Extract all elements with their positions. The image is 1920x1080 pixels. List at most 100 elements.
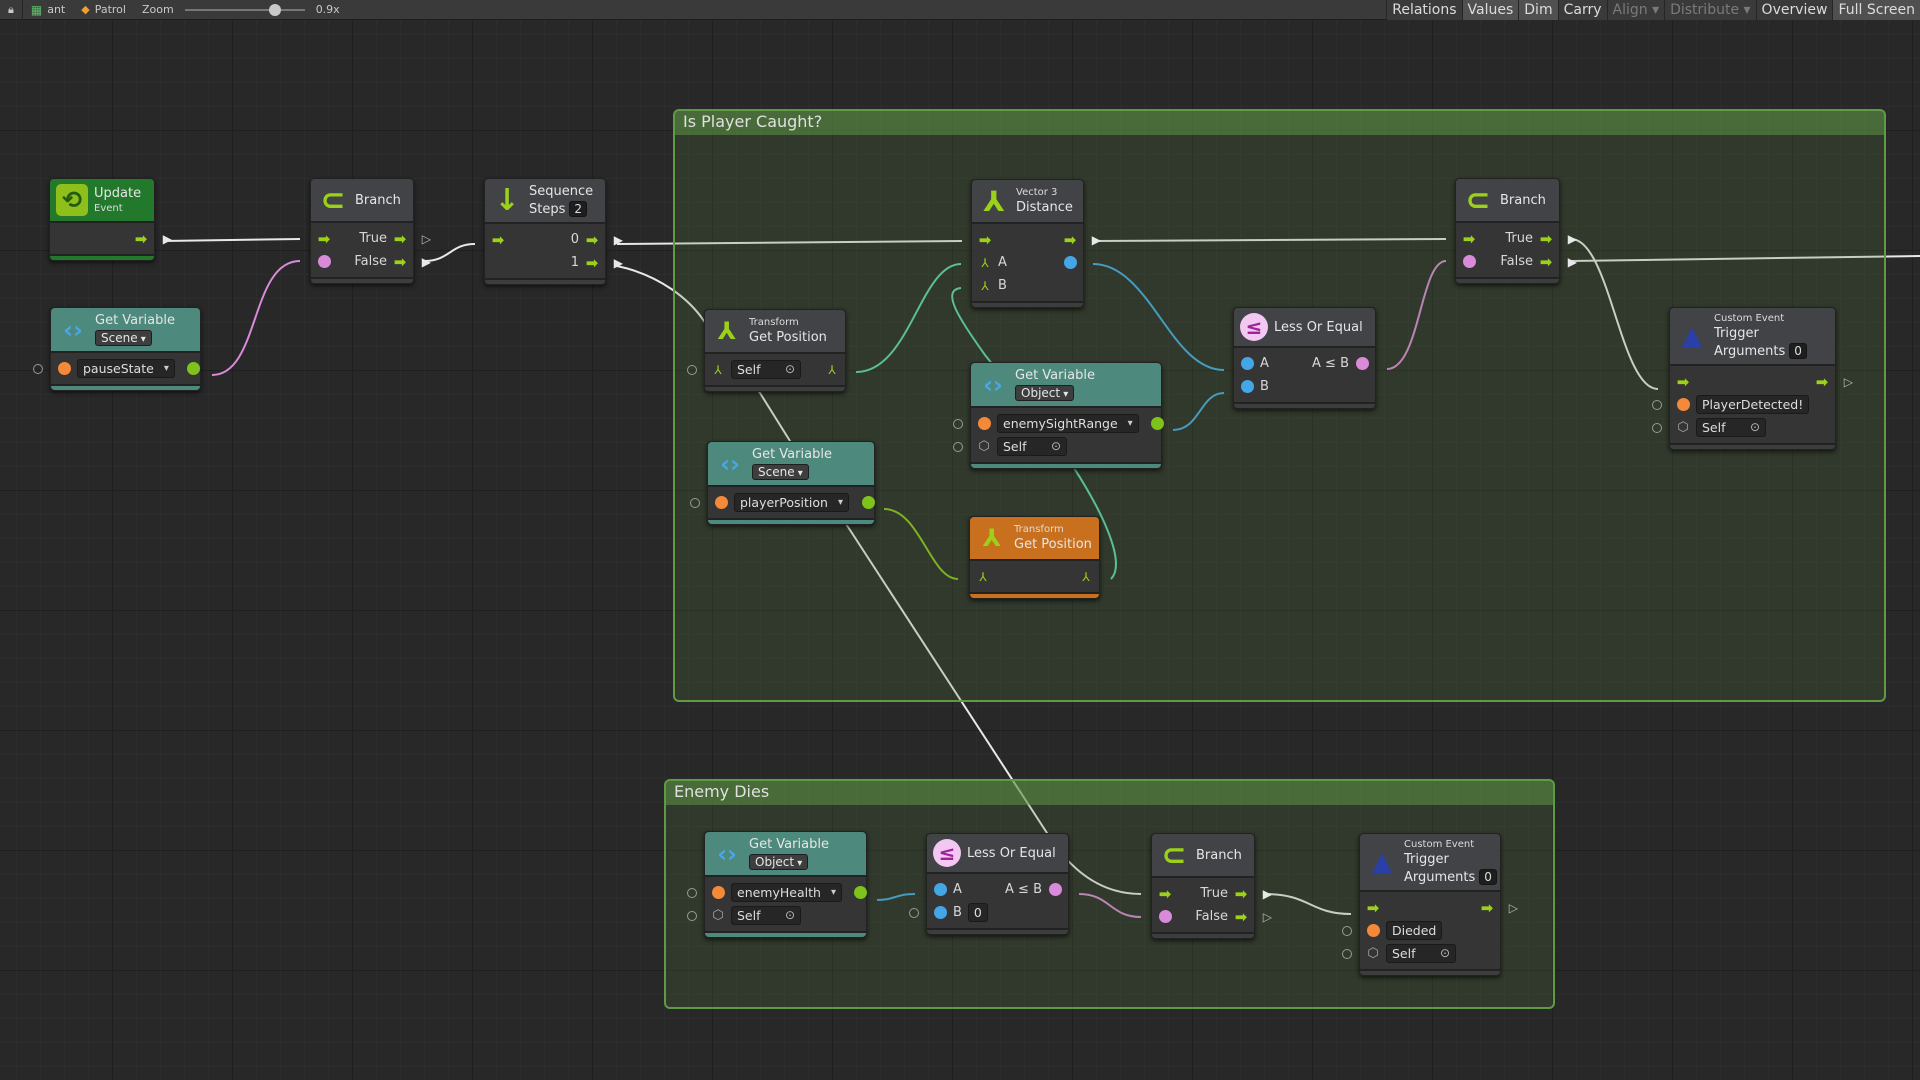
output-vector-icon[interactable]: ⅄	[1082, 569, 1090, 584]
group-title[interactable]: Is Player Caught?	[675, 111, 1884, 135]
node-header[interactable]: ⊂Branch	[1456, 179, 1559, 223]
count-field[interactable]: 0	[1789, 343, 1807, 359]
count-field[interactable]: 2	[569, 201, 588, 217]
output-port[interactable]	[1355, 357, 1369, 371]
flow-connector-icon[interactable]: ▶	[162, 231, 172, 246]
node-header[interactable]: ≤Less Or Equal	[927, 834, 1068, 874]
node-branch-3[interactable]: ⊂Branch➡True➡▶False➡▷	[1151, 833, 1272, 939]
flow-connector-icon[interactable]: ▶	[421, 254, 431, 269]
input-vector-icon[interactable]: ⅄	[981, 255, 989, 270]
output-flow-arrow-icon[interactable]: ➡	[393, 252, 407, 271]
variable-name-dropdown[interactable]: enemySightRange	[997, 414, 1139, 433]
toolbar-button-values[interactable]: Values	[1461, 0, 1519, 20]
zoom-slider-handle[interactable]	[268, 3, 281, 16]
external-input-port[interactable]	[687, 887, 697, 898]
value-input[interactable]: 0	[967, 903, 988, 922]
flow-connector-icon[interactable]: ▶	[1091, 232, 1101, 247]
output-flow-arrow-icon[interactable]: ➡	[1539, 229, 1553, 248]
lock-button[interactable]: 🔒︎	[0, 0, 22, 20]
flow-connector-icon[interactable]: ▷	[421, 231, 431, 246]
external-input-port[interactable]	[33, 363, 43, 374]
external-input-port[interactable]	[1342, 948, 1352, 959]
kind-dropdown[interactable]: Scene	[95, 330, 152, 346]
input-gameobject-cube-icon[interactable]: ⬡	[1677, 420, 1689, 435]
input-flow-arrow-icon[interactable]: ➡	[978, 230, 992, 249]
target-object-field[interactable]: Self	[997, 437, 1067, 456]
output-flow-arrow-icon[interactable]: ➡	[1815, 372, 1829, 391]
target-object-field[interactable]: Self	[1696, 418, 1766, 437]
output-flow-arrow-icon[interactable]: ➡	[393, 229, 407, 248]
flow-connector-icon[interactable]: ▶	[613, 232, 623, 247]
toolbar-button-distribute[interactable]: Distribute ▾	[1664, 0, 1756, 20]
input-port[interactable]	[933, 883, 947, 897]
external-input-port[interactable]	[909, 907, 919, 918]
input-flow-arrow-icon[interactable]: ➡	[317, 229, 331, 248]
output-flow-arrow-icon[interactable]: ➡	[1539, 252, 1553, 271]
target-object-field[interactable]: Self	[731, 906, 801, 925]
external-input-port[interactable]	[687, 364, 697, 375]
external-input-port[interactable]	[953, 441, 963, 452]
node-get-variable-player-position[interactable]: ‹›Get VariableSceneplayerPosition	[690, 441, 875, 525]
node-get-variable-enemy-health[interactable]: ‹›Get VariableObjectenemyHealth⬡Self	[687, 831, 868, 938]
external-input-port[interactable]	[687, 910, 697, 921]
input-port[interactable]	[1462, 255, 1476, 269]
input-port[interactable]	[1240, 380, 1254, 394]
input-port[interactable]	[933, 906, 947, 920]
value-input[interactable]: Dieded	[1386, 921, 1443, 940]
target-object-field[interactable]: Self	[1386, 944, 1456, 963]
input-vector-icon[interactable]: ⅄	[714, 362, 722, 377]
output-port[interactable]	[854, 886, 868, 900]
toolbar-button-dim[interactable]: Dim	[1518, 0, 1558, 20]
flow-connector-icon[interactable]: ▷	[1508, 900, 1518, 915]
output-flow-arrow-icon[interactable]: ➡	[134, 229, 148, 248]
node-header[interactable]: ≤Less Or Equal	[1234, 308, 1375, 348]
flow-connector-icon[interactable]: ▶	[613, 255, 623, 270]
input-port[interactable]	[1158, 910, 1172, 924]
node-header[interactable]: ⊂Branch	[311, 179, 413, 223]
kind-dropdown[interactable]: Object	[749, 854, 809, 870]
input-gameobject-cube-icon[interactable]: ⬡	[1367, 946, 1379, 961]
flow-connector-icon[interactable]: ▷	[1262, 909, 1272, 924]
input-port[interactable]	[977, 417, 991, 431]
input-port[interactable]	[317, 255, 331, 269]
input-flow-arrow-icon[interactable]: ➡	[1676, 372, 1690, 391]
value-input[interactable]: PlayerDetected!	[1696, 395, 1810, 414]
external-input-port[interactable]	[953, 418, 963, 429]
flow-connector-icon[interactable]: ▷	[1843, 374, 1853, 389]
kind-dropdown[interactable]: Scene	[752, 464, 809, 480]
input-port[interactable]	[714, 496, 728, 510]
flow-connector-icon[interactable]: ▶	[1567, 254, 1577, 269]
output-port[interactable]	[187, 362, 201, 376]
node-get-variable-pause[interactable]: ‹›Get VariableScenepauseState	[33, 307, 201, 391]
output-vector-icon[interactable]: ⅄	[828, 362, 836, 377]
flow-connector-icon[interactable]: ▶	[1262, 886, 1272, 901]
toolbar-button-full-screen[interactable]: Full Screen	[1832, 0, 1920, 20]
input-flow-arrow-icon[interactable]: ➡	[491, 230, 505, 249]
output-port[interactable]	[1063, 256, 1077, 270]
group-title[interactable]: Enemy Dies	[666, 781, 1553, 805]
input-gameobject-cube-icon[interactable]: ⬡	[712, 908, 724, 923]
node-branch-2[interactable]: ⊂Branch➡True➡▶False➡▶	[1455, 178, 1577, 284]
external-input-port[interactable]	[1652, 399, 1662, 410]
input-port[interactable]	[1366, 924, 1380, 938]
node-header[interactable]: ⊂Branch	[1152, 834, 1254, 878]
output-port[interactable]	[1151, 417, 1165, 431]
object-breadcrumb[interactable]: ◆ Patrol	[73, 0, 134, 20]
input-flow-arrow-icon[interactable]: ➡	[1462, 229, 1476, 248]
input-port[interactable]	[57, 362, 71, 376]
